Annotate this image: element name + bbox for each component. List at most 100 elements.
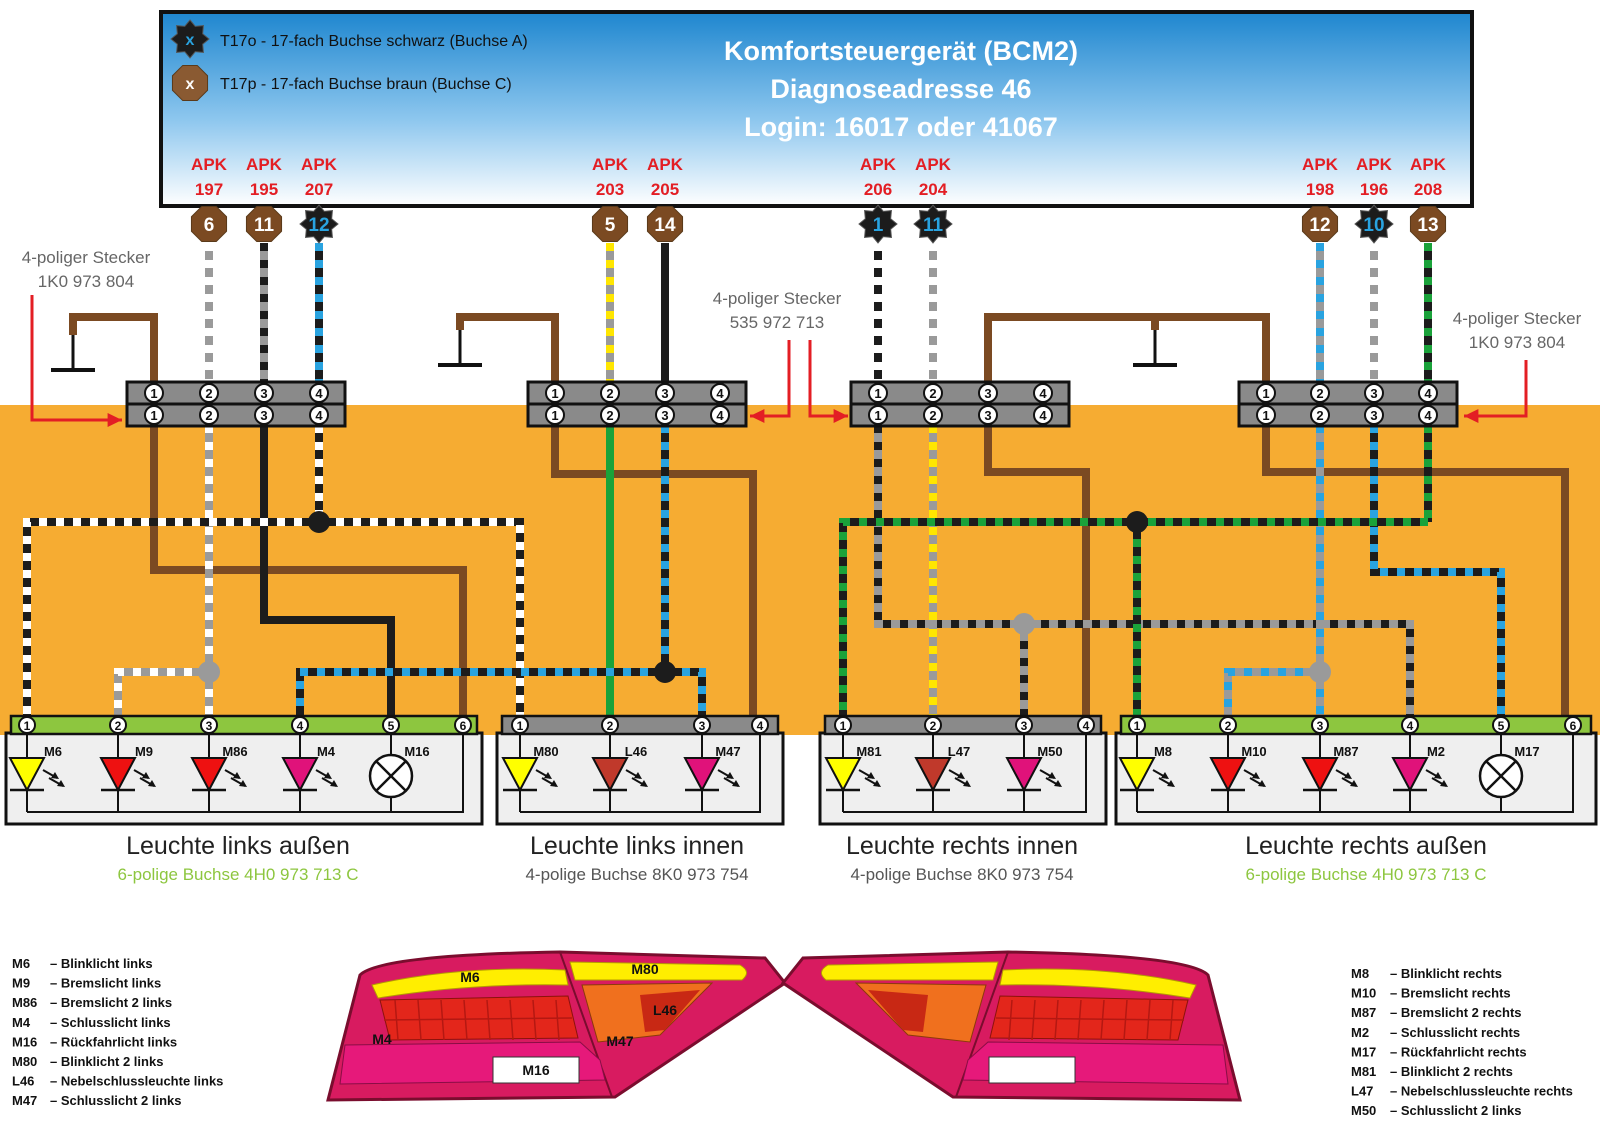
connector-pin-number: 4 bbox=[1424, 386, 1432, 401]
wire-stripe bbox=[1224, 668, 1320, 718]
legend-code: M86 bbox=[12, 995, 37, 1010]
black-pin-icon bbox=[299, 204, 339, 244]
apk-number: 197 bbox=[195, 180, 223, 199]
connector-label: 4-poliger Stecker bbox=[1453, 309, 1582, 328]
legend-desc: – Bremslicht rechts bbox=[1390, 986, 1511, 1001]
led-icon bbox=[1301, 757, 1339, 793]
wire-brown bbox=[551, 425, 757, 718]
apk-label: APK bbox=[191, 155, 228, 174]
apk-label: APK bbox=[915, 155, 952, 174]
wire-base bbox=[150, 425, 467, 718]
connector-label: 1K0 973 804 bbox=[38, 272, 134, 291]
component-label: M2 bbox=[1427, 744, 1445, 759]
legend-desc: – Bremslicht 2 rechts bbox=[1390, 1005, 1522, 1020]
lamp-name: Leuchte links außen bbox=[126, 832, 350, 860]
wire-stripe bbox=[839, 518, 1428, 718]
legend-desc: – Schlusslicht 2 links bbox=[1390, 1103, 1522, 1118]
tail-grid bbox=[486, 999, 491, 1041]
pin-number: 10 bbox=[1363, 215, 1384, 236]
socket-pin-number: 4 bbox=[297, 719, 304, 733]
lamp-socket-strip bbox=[500, 714, 780, 736]
pin-number: 5 bbox=[605, 215, 616, 236]
emission-head bbox=[233, 772, 241, 779]
black-pin-icon bbox=[858, 204, 898, 244]
connector-pin bbox=[1033, 383, 1053, 403]
component-label: M87 bbox=[1333, 744, 1358, 759]
tail-grid bbox=[1008, 999, 1013, 1041]
emission-head bbox=[1344, 772, 1352, 779]
connector-pin-number: 4 bbox=[1424, 408, 1432, 423]
apk-number: 206 bbox=[864, 180, 892, 199]
wire-stripe bbox=[1370, 425, 1505, 718]
wire-black-blue bbox=[296, 668, 665, 718]
tail-indicator bbox=[371, 968, 569, 999]
red-arrow bbox=[1464, 360, 1528, 418]
socket-pin-number: 5 bbox=[1498, 719, 1505, 733]
tail-reverse bbox=[492, 1056, 580, 1084]
tail-indicator-2 bbox=[821, 961, 999, 981]
socket-pin-number: 3 bbox=[206, 719, 213, 733]
connector-pin bbox=[254, 383, 274, 403]
wire-base bbox=[984, 313, 1270, 385]
component-label: M16 bbox=[404, 744, 429, 759]
emission-head bbox=[544, 772, 552, 779]
wire-brown bbox=[456, 313, 559, 385]
lamp-socket-label: 6-polige Buchse 4H0 973 713 C bbox=[1246, 865, 1487, 884]
connector-pin bbox=[309, 405, 329, 425]
pin-number: 11 bbox=[254, 215, 275, 236]
connector-pin-number: 1 bbox=[150, 386, 157, 401]
tail-grid bbox=[383, 1017, 573, 1021]
junction-dot bbox=[1126, 511, 1148, 533]
legend-code: L47 bbox=[1351, 1084, 1373, 1099]
connector-pin bbox=[1310, 383, 1330, 403]
wire-brown bbox=[984, 425, 1090, 718]
tail-grid bbox=[463, 999, 468, 1041]
red-arrow bbox=[30, 295, 122, 422]
connector-socket bbox=[1237, 402, 1459, 428]
socket-pin-number: 1 bbox=[1134, 719, 1141, 733]
legend-code: M80 bbox=[12, 1054, 37, 1069]
lamp-socket-strip bbox=[9, 714, 479, 736]
connector-pin-number: 2 bbox=[929, 386, 936, 401]
connector-label: 1K0 973 804 bbox=[1469, 333, 1565, 352]
brown-pin-icon bbox=[1409, 205, 1447, 243]
tail-brake bbox=[989, 995, 1189, 1041]
led-icon bbox=[8, 757, 46, 793]
legend-code: M10 bbox=[1351, 986, 1376, 1001]
connector-pin-number: 2 bbox=[1316, 386, 1323, 401]
legend-code: M9 bbox=[12, 976, 30, 991]
lamp-box bbox=[1114, 731, 1598, 826]
wire-black-white bbox=[23, 518, 319, 718]
apk-number: 205 bbox=[651, 180, 679, 199]
emission-head bbox=[1440, 780, 1448, 787]
connector-pin bbox=[868, 405, 888, 425]
emission-head bbox=[957, 772, 965, 779]
wire-stripe bbox=[296, 668, 665, 718]
tail-indicator-2 bbox=[569, 961, 747, 981]
brown-pin-icon bbox=[646, 205, 684, 243]
connector-pin bbox=[923, 383, 943, 403]
socket-pin-number: 6 bbox=[1570, 719, 1577, 733]
bcm-title-line: Komfortsteuergerät (BCM2) bbox=[724, 36, 1078, 66]
apk-number: 203 bbox=[596, 180, 624, 199]
wire-base bbox=[456, 313, 559, 385]
legend-code: M87 bbox=[1351, 1005, 1376, 1020]
wire-brown bbox=[1262, 425, 1569, 718]
connector-pin bbox=[868, 383, 888, 403]
apk-number: 198 bbox=[1306, 180, 1334, 199]
legend-code: M6 bbox=[12, 956, 30, 971]
emission-head bbox=[1252, 772, 1260, 779]
connector-pin-number: 2 bbox=[606, 408, 613, 423]
arrow-head bbox=[107, 413, 122, 427]
apk-label: APK bbox=[1410, 155, 1447, 174]
connector-pin bbox=[1256, 405, 1276, 425]
apk-number: 196 bbox=[1360, 180, 1388, 199]
tail-fog-core bbox=[868, 990, 928, 1032]
emission-head bbox=[1258, 780, 1266, 787]
legend-code: M81 bbox=[1351, 1064, 1376, 1079]
